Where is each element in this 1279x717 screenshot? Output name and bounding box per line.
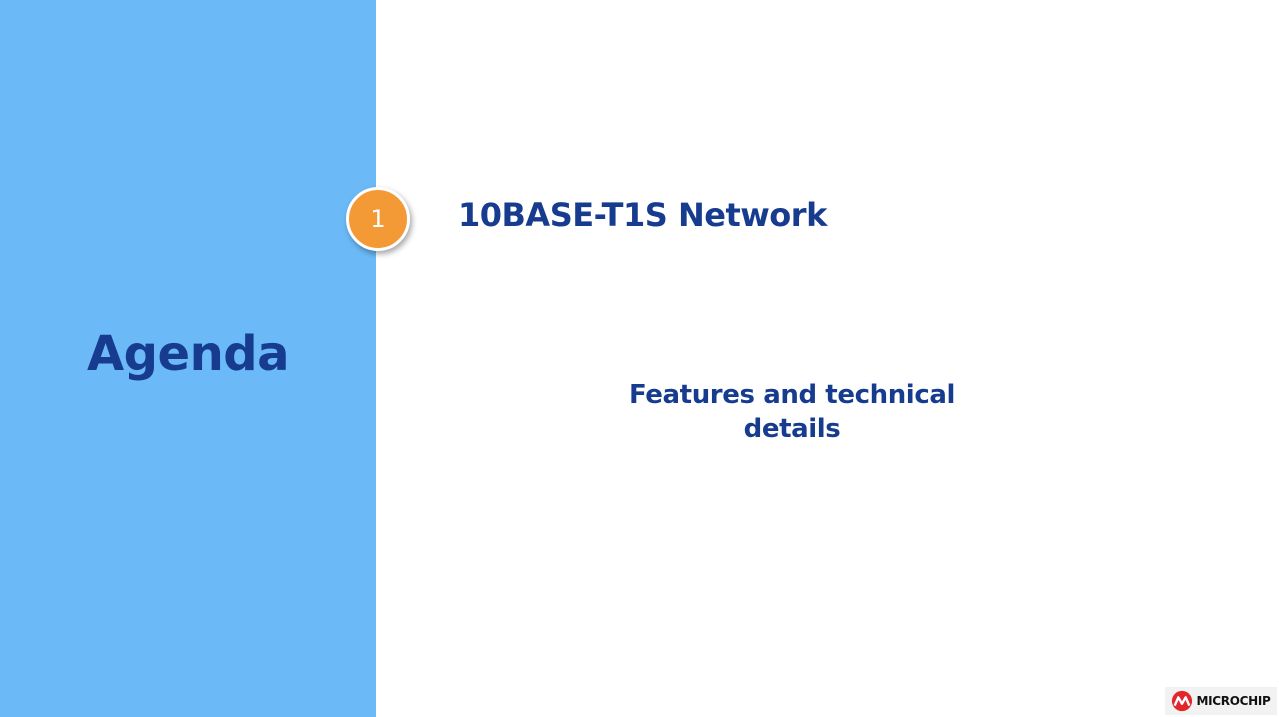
agenda-title: Agenda <box>87 326 289 382</box>
left-panel <box>0 0 376 717</box>
microchip-logo: MICROCHIP <box>1165 687 1277 715</box>
microchip-logo-icon <box>1172 690 1193 712</box>
item-number-badge: 1 <box>346 187 410 251</box>
item-subtitle: Features and technical details <box>628 380 955 444</box>
logo-text: MICROCHIP <box>1196 694 1271 708</box>
item-title: 10BASE-T1S Network <box>458 196 827 234</box>
